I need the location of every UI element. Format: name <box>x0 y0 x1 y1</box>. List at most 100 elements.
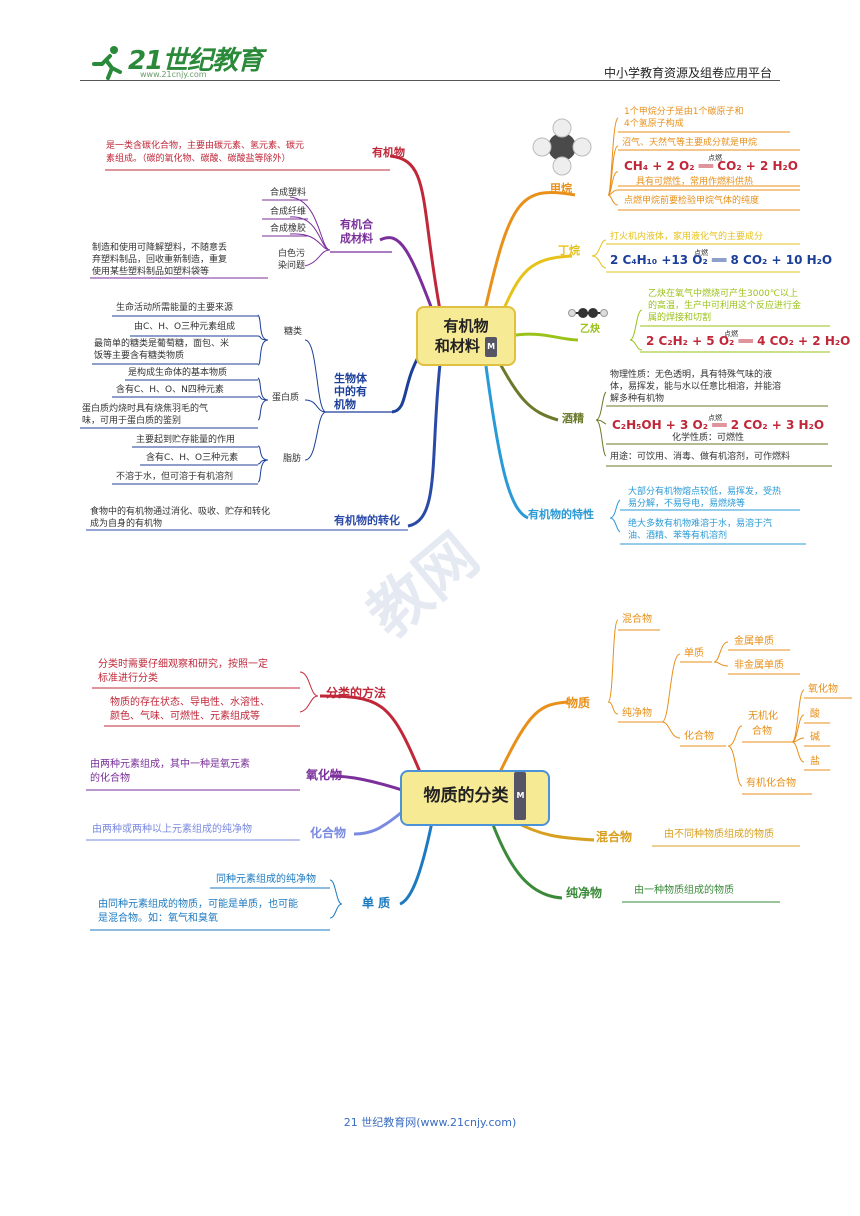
node-butane[interactable]: 丁烷 <box>558 244 580 257</box>
footer-text[interactable]: 21 世纪教育网(www.21cnjy.com) <box>343 1116 517 1129</box>
matter-metal-element: 金属单质 <box>734 636 774 647</box>
synthetic-label-1: 有机合 <box>340 218 373 231</box>
butane-condition: 点燃 <box>694 249 708 257</box>
map-badge-icon: M <box>485 336 498 357</box>
alcohol-equation: C₂H₅OH + 3 O₂ ══ 2 CO₂ + 3 H₂O <box>612 418 825 432</box>
white-pollution-label-2: 染问题 <box>278 261 306 271</box>
property-desc-2a: 绝大多数有机物难溶于水，易溶于汽 <box>628 519 773 529</box>
node-organic-property[interactable]: 有机物的特性 <box>528 508 594 521</box>
bio-label-3: 机物 <box>334 398 356 411</box>
node-compound[interactable]: 化合物 <box>310 826 347 840</box>
methane-desc-3: 具有可燃性，常用作燃料供热 <box>636 177 754 187</box>
sugar-desc-3a: 最简单的糖类是葡萄糖，面包、米 <box>94 339 230 349</box>
transform-desc-1: 食物中的有机物通过消化、吸收、贮存和转化 <box>90 507 271 517</box>
organic-desc-1: 是一类含碳化合物，主要由碳元素、氢元素、碳元 <box>106 141 305 151</box>
synthetic-item-fiber: 合成纤维 <box>270 207 307 217</box>
acetylene-desc-1b: 的高温，生产中可利用这个反应进行金 <box>648 301 802 311</box>
node-transform[interactable]: 有机物的转化 <box>334 514 400 527</box>
node-mixture[interactable]: 混合物 <box>596 830 633 844</box>
header-divider <box>80 80 780 81</box>
map1-center-line1: 有机物 <box>443 317 489 335</box>
alcohol-condition: 点燃 <box>708 414 722 422</box>
property-desc-2b: 油、酒精、苯等有机溶剂 <box>628 531 728 541</box>
white-pollution-desc-2: 弃塑料制品，回收重新制造，重复 <box>92 255 228 265</box>
alcohol-desc-1a: 物理性质：无色透明，具有特殊气味的液 <box>610 370 773 380</box>
white-pollution-label-1: 白色污 <box>278 249 306 259</box>
acetylene-desc-1a: 乙炔在氧气中燃烧可产生3000℃以上 <box>648 289 799 299</box>
node-bio-organic[interactable]: 生物体中的有机物 <box>334 372 367 411</box>
fat-desc-2: 含有C、H、O三种元素 <box>146 453 239 463</box>
white-pollution-desc-1: 制造和使用可降解塑料，不随意丢 <box>92 243 228 253</box>
node-alcohol[interactable]: 酒精 <box>562 412 584 425</box>
matter-salt: 盐 <box>810 756 820 767</box>
acetylene-desc-1c: 属的焊接和切割 <box>648 313 712 323</box>
logo-url: www.21cnjy.com <box>140 70 207 79</box>
node-protein: 蛋白质 <box>272 393 300 403</box>
element-desc-1: 同种元素组成的纯净物 <box>216 874 316 885</box>
sugar-desc-3b: 饭等主要含有糖类物质 <box>94 351 185 361</box>
node-acetylene[interactable]: 乙炔 <box>580 324 600 335</box>
map1-center-node[interactable]: 有机物 和材料 M <box>416 306 516 366</box>
alcohol-desc-1c: 解多种有机物 <box>610 394 665 404</box>
matter-element: 单质 <box>684 648 704 659</box>
logo-text: 21世纪教育 <box>128 46 263 76</box>
node-fat: 脂肪 <box>283 454 302 464</box>
matter-oxide: 氧化物 <box>808 684 838 695</box>
map2-center-label: 物质的分类 <box>423 786 509 806</box>
element-desc-2a: 由同种元素组成的物质，可能是单质，也可能 <box>98 899 298 910</box>
node-oxide[interactable]: 氧化物 <box>306 768 343 782</box>
acetylene-condition: 点燃 <box>724 330 738 338</box>
protein-desc-1: 是构成生命体的基本物质 <box>128 368 228 378</box>
bio-label-2: 中的有 <box>334 385 367 398</box>
methane-desc-2: 沼气、天然气等主要成分就是甲烷 <box>622 138 758 148</box>
method-desc-1b: 标准进行分类 <box>98 673 158 684</box>
white-pollution-desc-3: 使用某些塑料制品如塑料袋等 <box>92 267 210 277</box>
transform-desc-2: 成为自身的有机物 <box>90 519 163 529</box>
node-synthetic[interactable]: 有机合成材料 <box>340 218 373 246</box>
bio-label-1: 生物体 <box>334 372 367 385</box>
matter-pure: 纯净物 <box>622 708 652 719</box>
oxide-desc-1a: 由两种元素组成，其中一种是氧元素 <box>90 759 250 770</box>
alcohol-chem-property: 化学性质：可燃性 <box>672 433 745 443</box>
matter-acid: 酸 <box>810 709 820 720</box>
method-desc-1a: 分类时需要仔细观察和研究，按照一定 <box>98 659 268 670</box>
node-matter[interactable]: 物质 <box>566 696 591 710</box>
methane-desc-4: 点燃甲烷前要检验甲烷气体的纯度 <box>624 196 760 206</box>
matter-organic-compound: 有机化合物 <box>746 778 796 789</box>
map-badge-icon: M <box>514 772 527 820</box>
synthetic-item-plastic: 合成塑料 <box>270 188 307 198</box>
node-pure-substance[interactable]: 纯净物 <box>566 886 603 900</box>
property-desc-1b: 易分解，不易导电，易燃烧等 <box>628 499 746 509</box>
node-methane[interactable]: 甲烷 <box>550 182 572 195</box>
matter-inorganic-1: 无机化 <box>748 711 778 722</box>
method-desc-2b: 颜色、气味、可燃性、元素组成等 <box>110 711 260 722</box>
protein-desc-2: 含有C、H、O、N四种元素 <box>116 385 224 395</box>
fat-desc-3: 不溶于水，但可溶于有机溶剂 <box>116 472 234 482</box>
sugar-desc-2: 由C、H、O三种元素组成 <box>134 322 236 332</box>
map1-center-line2: 和材料 <box>434 337 480 355</box>
oxide-desc-1b: 的化合物 <box>90 773 130 784</box>
matter-compound: 化合物 <box>684 731 714 742</box>
node-classification-method[interactable]: 分类的方法 <box>326 686 387 700</box>
matter-base: 碱 <box>810 732 820 743</box>
acetylene-equation: 2 C₂H₂ + 5 O₂ ══ 4 CO₂ + 2 H₂O <box>646 334 851 348</box>
butane-desc-1: 打火机内液体，家用液化气的主要成分 <box>610 232 764 242</box>
methane-desc-1a: 1个甲烷分子是由1个碳原子和 <box>624 107 744 117</box>
element-desc-2b: 是混合物。如：氧气和臭氧 <box>98 913 218 924</box>
method-desc-2a: 物质的存在状态、导电性、水溶性、 <box>110 697 270 708</box>
matter-inorganic-2: 合物 <box>752 726 772 737</box>
methane-condition: 点燃 <box>708 154 722 162</box>
map2-center-node[interactable]: 物质的分类 M <box>400 770 550 826</box>
methane-equation: CH₄ + 2 O₂ ══ CO₂ + 2 H₂O <box>624 159 799 173</box>
alcohol-use: 用途：可饮用、消毒、做有机溶剂，可作燃料 <box>610 452 791 462</box>
synthetic-label-2: 成材料 <box>340 232 373 245</box>
methane-molecule-icon <box>532 118 592 176</box>
compound-desc: 由两种或两种以上元素组成的纯净物 <box>92 824 252 835</box>
alcohol-desc-1b: 体，易挥发，能与水以任意比相溶，并能溶 <box>610 382 782 392</box>
matter-nonmetal-element: 非金属单质 <box>734 660 784 671</box>
white-pollution-label: 白色污染问题 <box>278 248 305 272</box>
node-organic[interactable]: 有机物 <box>372 146 405 159</box>
fat-desc-1: 主要起到贮存能量的作用 <box>136 435 236 445</box>
mixture-desc: 由不同种物质组成的物质 <box>664 829 774 840</box>
node-element[interactable]: 单 质 <box>362 896 391 910</box>
